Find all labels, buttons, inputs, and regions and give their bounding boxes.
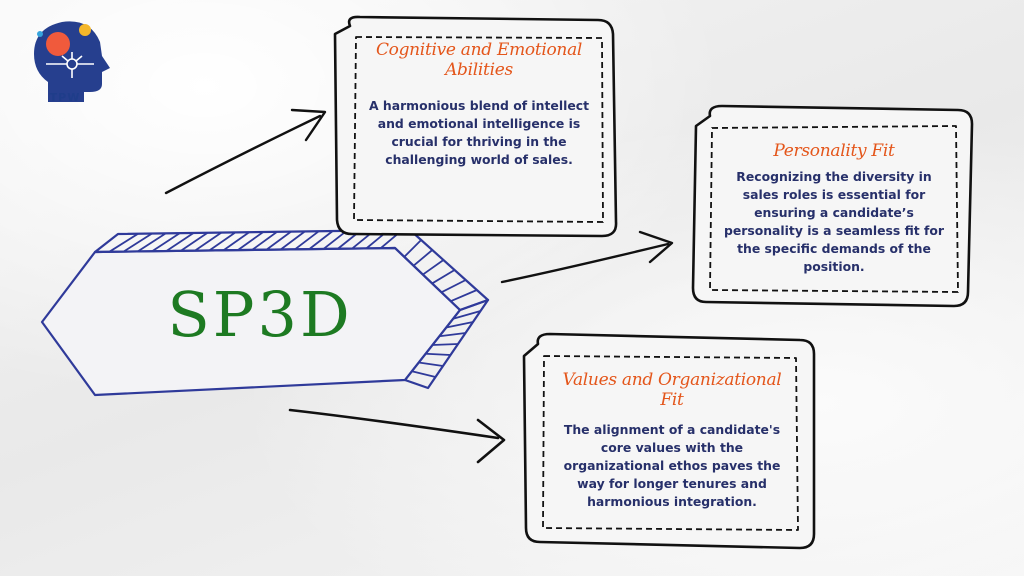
hub-hatch-line xyxy=(151,232,181,252)
hub-hatch-line xyxy=(450,289,478,302)
hub-hatch-line xyxy=(194,231,222,252)
box-body-cognitive: A harmonious blend of intellect and emot… xyxy=(368,98,589,167)
hub-hatch-line xyxy=(412,249,433,267)
hub-hatch-line xyxy=(123,232,153,253)
hub-hatch-line xyxy=(439,332,466,338)
arrow-to-personality xyxy=(500,230,674,284)
hub-hatch-line xyxy=(308,230,334,250)
hub-hatch-line xyxy=(280,230,306,251)
hub-hatch-line xyxy=(180,232,208,252)
hub-hatch-line xyxy=(237,231,264,251)
hub-hatch-line xyxy=(441,279,467,294)
box-title-personality: Personality Fit xyxy=(773,141,895,161)
box-title-cognitive: Cognitive and Emotional Abilities xyxy=(375,40,583,80)
box-body-values: The alignment of a candidate's core valu… xyxy=(563,422,781,509)
hub-right-band xyxy=(403,298,490,390)
arrow-to-cognitive xyxy=(164,108,327,195)
hub-hatch-line xyxy=(452,310,481,320)
hub-hatch-line xyxy=(323,230,348,250)
hub-hatch-line xyxy=(418,361,444,367)
hub-hatch-line xyxy=(432,343,459,346)
logo-text: TPW xyxy=(49,91,81,104)
logo-icon xyxy=(34,21,110,102)
hub-hatch-line xyxy=(294,230,320,251)
box-values xyxy=(522,332,816,550)
hub-hatch-line xyxy=(251,231,278,251)
box-title-values: Values and Organizational Fit xyxy=(562,370,782,410)
hub-hatch-line xyxy=(431,269,456,285)
hub-hatch-line xyxy=(403,239,422,258)
hub-label: SP3D xyxy=(167,278,353,351)
hub-hatch-line xyxy=(446,321,474,329)
hub-hatch-line xyxy=(422,259,444,276)
hub-hatch-line xyxy=(208,231,236,252)
hub-hatch-line xyxy=(165,232,195,252)
hub-hatch-line xyxy=(411,370,436,378)
hub-hatch-line xyxy=(137,232,167,253)
box-personality xyxy=(691,104,974,308)
hub-shape xyxy=(40,228,490,397)
arrow-to-values xyxy=(288,408,506,464)
hub-hatch-line xyxy=(223,231,250,252)
hub-hatch-line xyxy=(265,230,292,251)
hub-hatch-line xyxy=(108,233,139,253)
box-cognitive xyxy=(333,15,618,238)
hub-hatch-line xyxy=(425,352,451,356)
box-body-personality: Recognizing the diversity in sales roles… xyxy=(723,169,945,274)
